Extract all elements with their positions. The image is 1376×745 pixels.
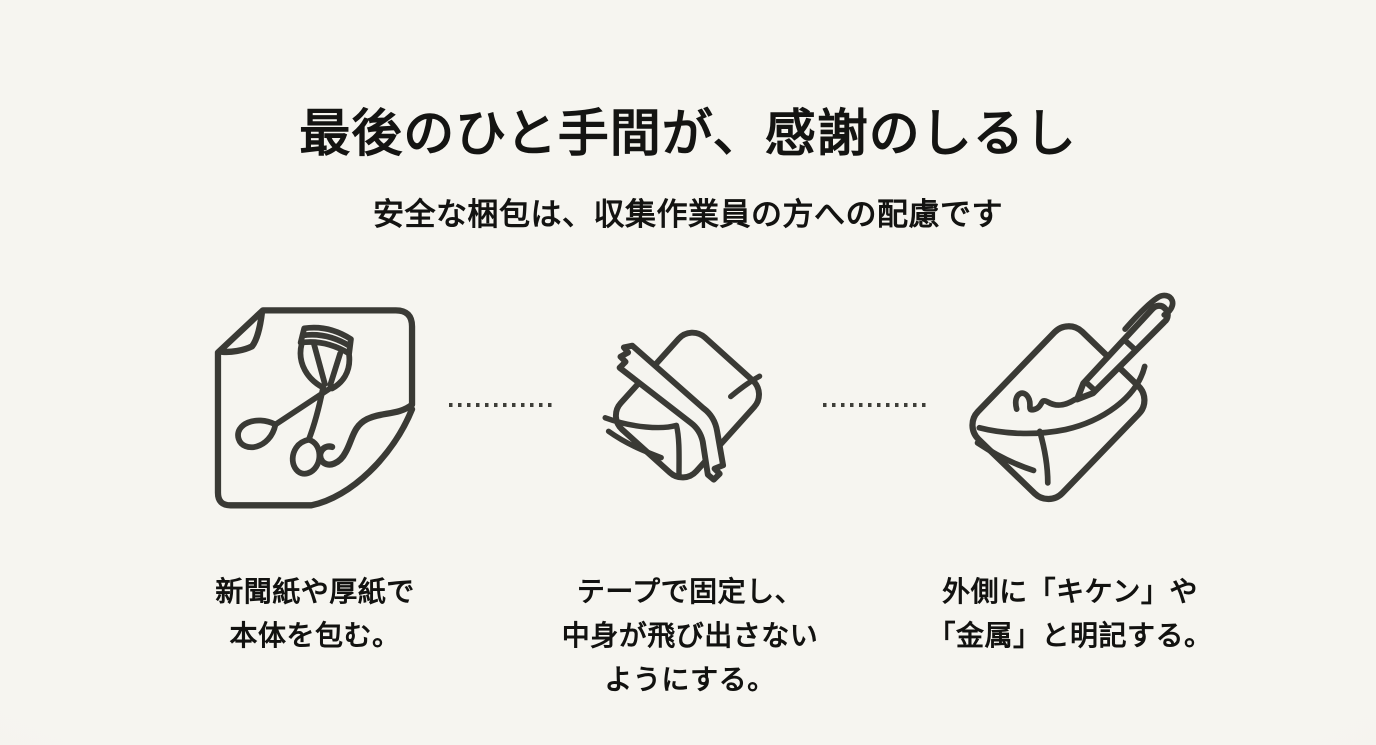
step-3-label: 外側に「キケン」や 「金属」と明記する。 bbox=[900, 267, 1240, 717]
dotted-connector-1 bbox=[449, 403, 553, 407]
step-3-caption: 外側に「キケン」や 「金属」と明記する。 bbox=[900, 570, 1240, 658]
dotted-connector-2 bbox=[823, 403, 927, 407]
caption-line: 中身が飛び出さない bbox=[561, 620, 819, 651]
step-1-icon-box bbox=[155, 267, 475, 537]
page-subtitle: 安全な梱包は、収集作業員の方への配慮です bbox=[373, 197, 1003, 232]
caption-line: 「金属」と明記する。 bbox=[927, 620, 1213, 651]
step-2-icon-box bbox=[530, 267, 850, 537]
caption-line: 外側に「キケン」や bbox=[942, 576, 1198, 607]
scribble-glyph bbox=[1012, 390, 1079, 413]
tape-strip bbox=[616, 342, 727, 483]
labeled-package-icon bbox=[969, 292, 1176, 503]
taped-package-icon bbox=[602, 329, 763, 483]
step-2-caption: テープで固定し、 中身が飛び出さない ようにする。 bbox=[530, 570, 850, 702]
newspaper-wrap-icon bbox=[214, 307, 416, 509]
page-title: 最後のひと手間が、感謝のしるし bbox=[299, 107, 1077, 164]
step-2-tape: テープで固定し、 中身が飛び出さない ようにする。 bbox=[530, 267, 850, 717]
caption-line: 本体を包む。 bbox=[229, 620, 401, 651]
pen-glyph bbox=[1074, 302, 1171, 403]
caption-line: 新聞紙や厚紙で bbox=[215, 576, 415, 607]
step-1-caption: 新聞紙や厚紙で 本体を包む。 bbox=[155, 570, 475, 658]
steps-row: 新聞紙や厚紙で 本体を包む。 テープで固定し、 bbox=[0, 267, 1376, 717]
caption-line: テープで固定し、 bbox=[576, 576, 804, 607]
step-1-wrap: 新聞紙や厚紙で 本体を包む。 bbox=[155, 267, 475, 717]
step-3-icon-box bbox=[900, 267, 1240, 537]
eyelash-curler-glyph bbox=[235, 324, 354, 477]
caption-line: ようにする。 bbox=[604, 664, 776, 695]
